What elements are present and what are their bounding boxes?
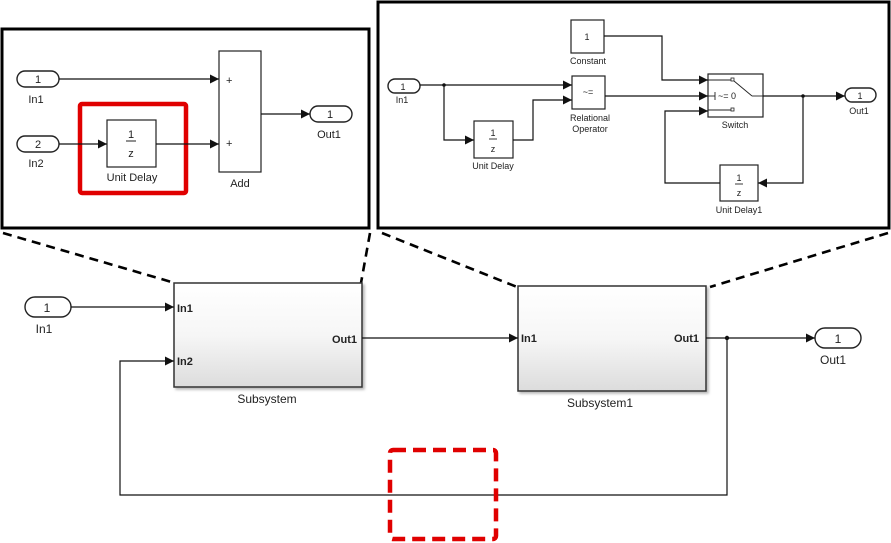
inport-in1[interactable]: 1 In1: [16, 70, 60, 106]
port-in2: In2: [177, 356, 193, 368]
signal-line[interactable]: [758, 96, 804, 188]
signal-line[interactable]: [664, 106, 720, 184]
right-inset-frame: [376, 0, 891, 230]
subsystem1-block[interactable]: In1 Out1 Subsystem1: [517, 285, 707, 410]
inport-in1[interactable]: 1 In1: [24, 296, 72, 336]
switch-block[interactable]: ~= 0 Switch: [707, 73, 764, 130]
block-label: Unit Delay: [107, 172, 158, 184]
inport-label: In1: [36, 322, 53, 336]
zoom-line-right-b: [709, 231, 889, 289]
inport-label: In2: [28, 158, 43, 170]
outport-label: Out1: [820, 353, 846, 367]
delay-numerator: 1: [128, 129, 134, 141]
port-out1: Out1: [674, 333, 699, 345]
block-label: Switch: [722, 120, 749, 130]
left-inset-subsystem-contents: 1 In1 2 In2 1 z Unit Delay + + Add: [0, 27, 371, 230]
zoom-line-left-a: [2, 231, 176, 285]
signal-line[interactable]: [513, 95, 572, 141]
feedback-signal-line[interactable]: [119, 338, 728, 496]
inport-number: 1: [44, 301, 51, 315]
outport-out1[interactable]: 1 Out1: [814, 327, 862, 367]
block-label: Subsystem: [237, 392, 296, 406]
delay-denominator: z: [737, 188, 742, 198]
inport-label: In1: [28, 94, 43, 106]
add-block[interactable]: + + Add: [218, 50, 262, 190]
block-label: Unit Delay: [472, 161, 514, 171]
block-label-line2: Operator: [572, 124, 608, 134]
block-label: Constant: [570, 56, 607, 66]
block-label: Unit Delay1: [716, 205, 763, 215]
delay-denominator: z: [128, 148, 134, 160]
highlight-box-algebraic-loop: [387, 447, 499, 542]
port-in1: In1: [521, 333, 537, 345]
inport-in1[interactable]: 1 In1: [387, 78, 421, 105]
right-inset-subsystem1-contents: 1 In1 1 Constant ~= Relational Operator …: [376, 0, 891, 230]
block-label-line1: Relational: [570, 113, 610, 123]
inport-number: 1: [35, 74, 41, 86]
delay-denominator: z: [491, 144, 496, 154]
add-sign-2: +: [226, 138, 232, 150]
add-sign-1: +: [226, 75, 232, 87]
outport-number: 1: [835, 332, 842, 346]
block-label: Add: [230, 178, 250, 190]
delay-numerator: 1: [490, 128, 495, 138]
highlight-box-unit-delay: [77, 101, 189, 196]
delay-numerator: 1: [736, 173, 741, 183]
outport-number: 1: [327, 109, 333, 121]
operator-symbol: ~=: [583, 87, 594, 97]
main-model: 1 In1 In1 In2 Out1 Subsystem In1 Out1 Su…: [24, 282, 862, 542]
port-out1: Out1: [332, 334, 357, 346]
unit-delay-block[interactable]: 1 z Unit Delay: [472, 120, 514, 171]
inport-number: 1: [400, 82, 405, 92]
unit-delay1-block[interactable]: 1 z Unit Delay1: [716, 164, 763, 215]
signal-line[interactable]: [443, 85, 474, 145]
signal-line[interactable]: [604, 35, 708, 85]
zoom-line-left-b: [359, 232, 372, 284]
switch-criteria: ~= 0: [718, 91, 736, 101]
outport-out1[interactable]: 1 Out1: [844, 87, 877, 116]
inport-in2[interactable]: 2 In2: [16, 135, 60, 170]
constant-value: 1: [584, 32, 589, 42]
outport-label: Out1: [849, 106, 869, 116]
subsystem-block[interactable]: In1 In2 Out1 Subsystem: [173, 282, 363, 406]
zoom-connectors: [2, 231, 889, 289]
port-in1: In1: [177, 303, 193, 315]
relational-operator-block[interactable]: ~= Relational Operator: [570, 75, 610, 134]
inport-label: In1: [396, 95, 409, 105]
unit-delay-block[interactable]: 1 z Unit Delay: [106, 119, 158, 184]
outport-number: 1: [857, 91, 862, 101]
outport-label: Out1: [317, 129, 341, 141]
block-label: Subsystem1: [567, 396, 633, 410]
constant-block[interactable]: 1 Constant: [570, 19, 607, 66]
inport-number: 2: [35, 139, 41, 151]
zoom-line-right-a: [381, 231, 518, 289]
